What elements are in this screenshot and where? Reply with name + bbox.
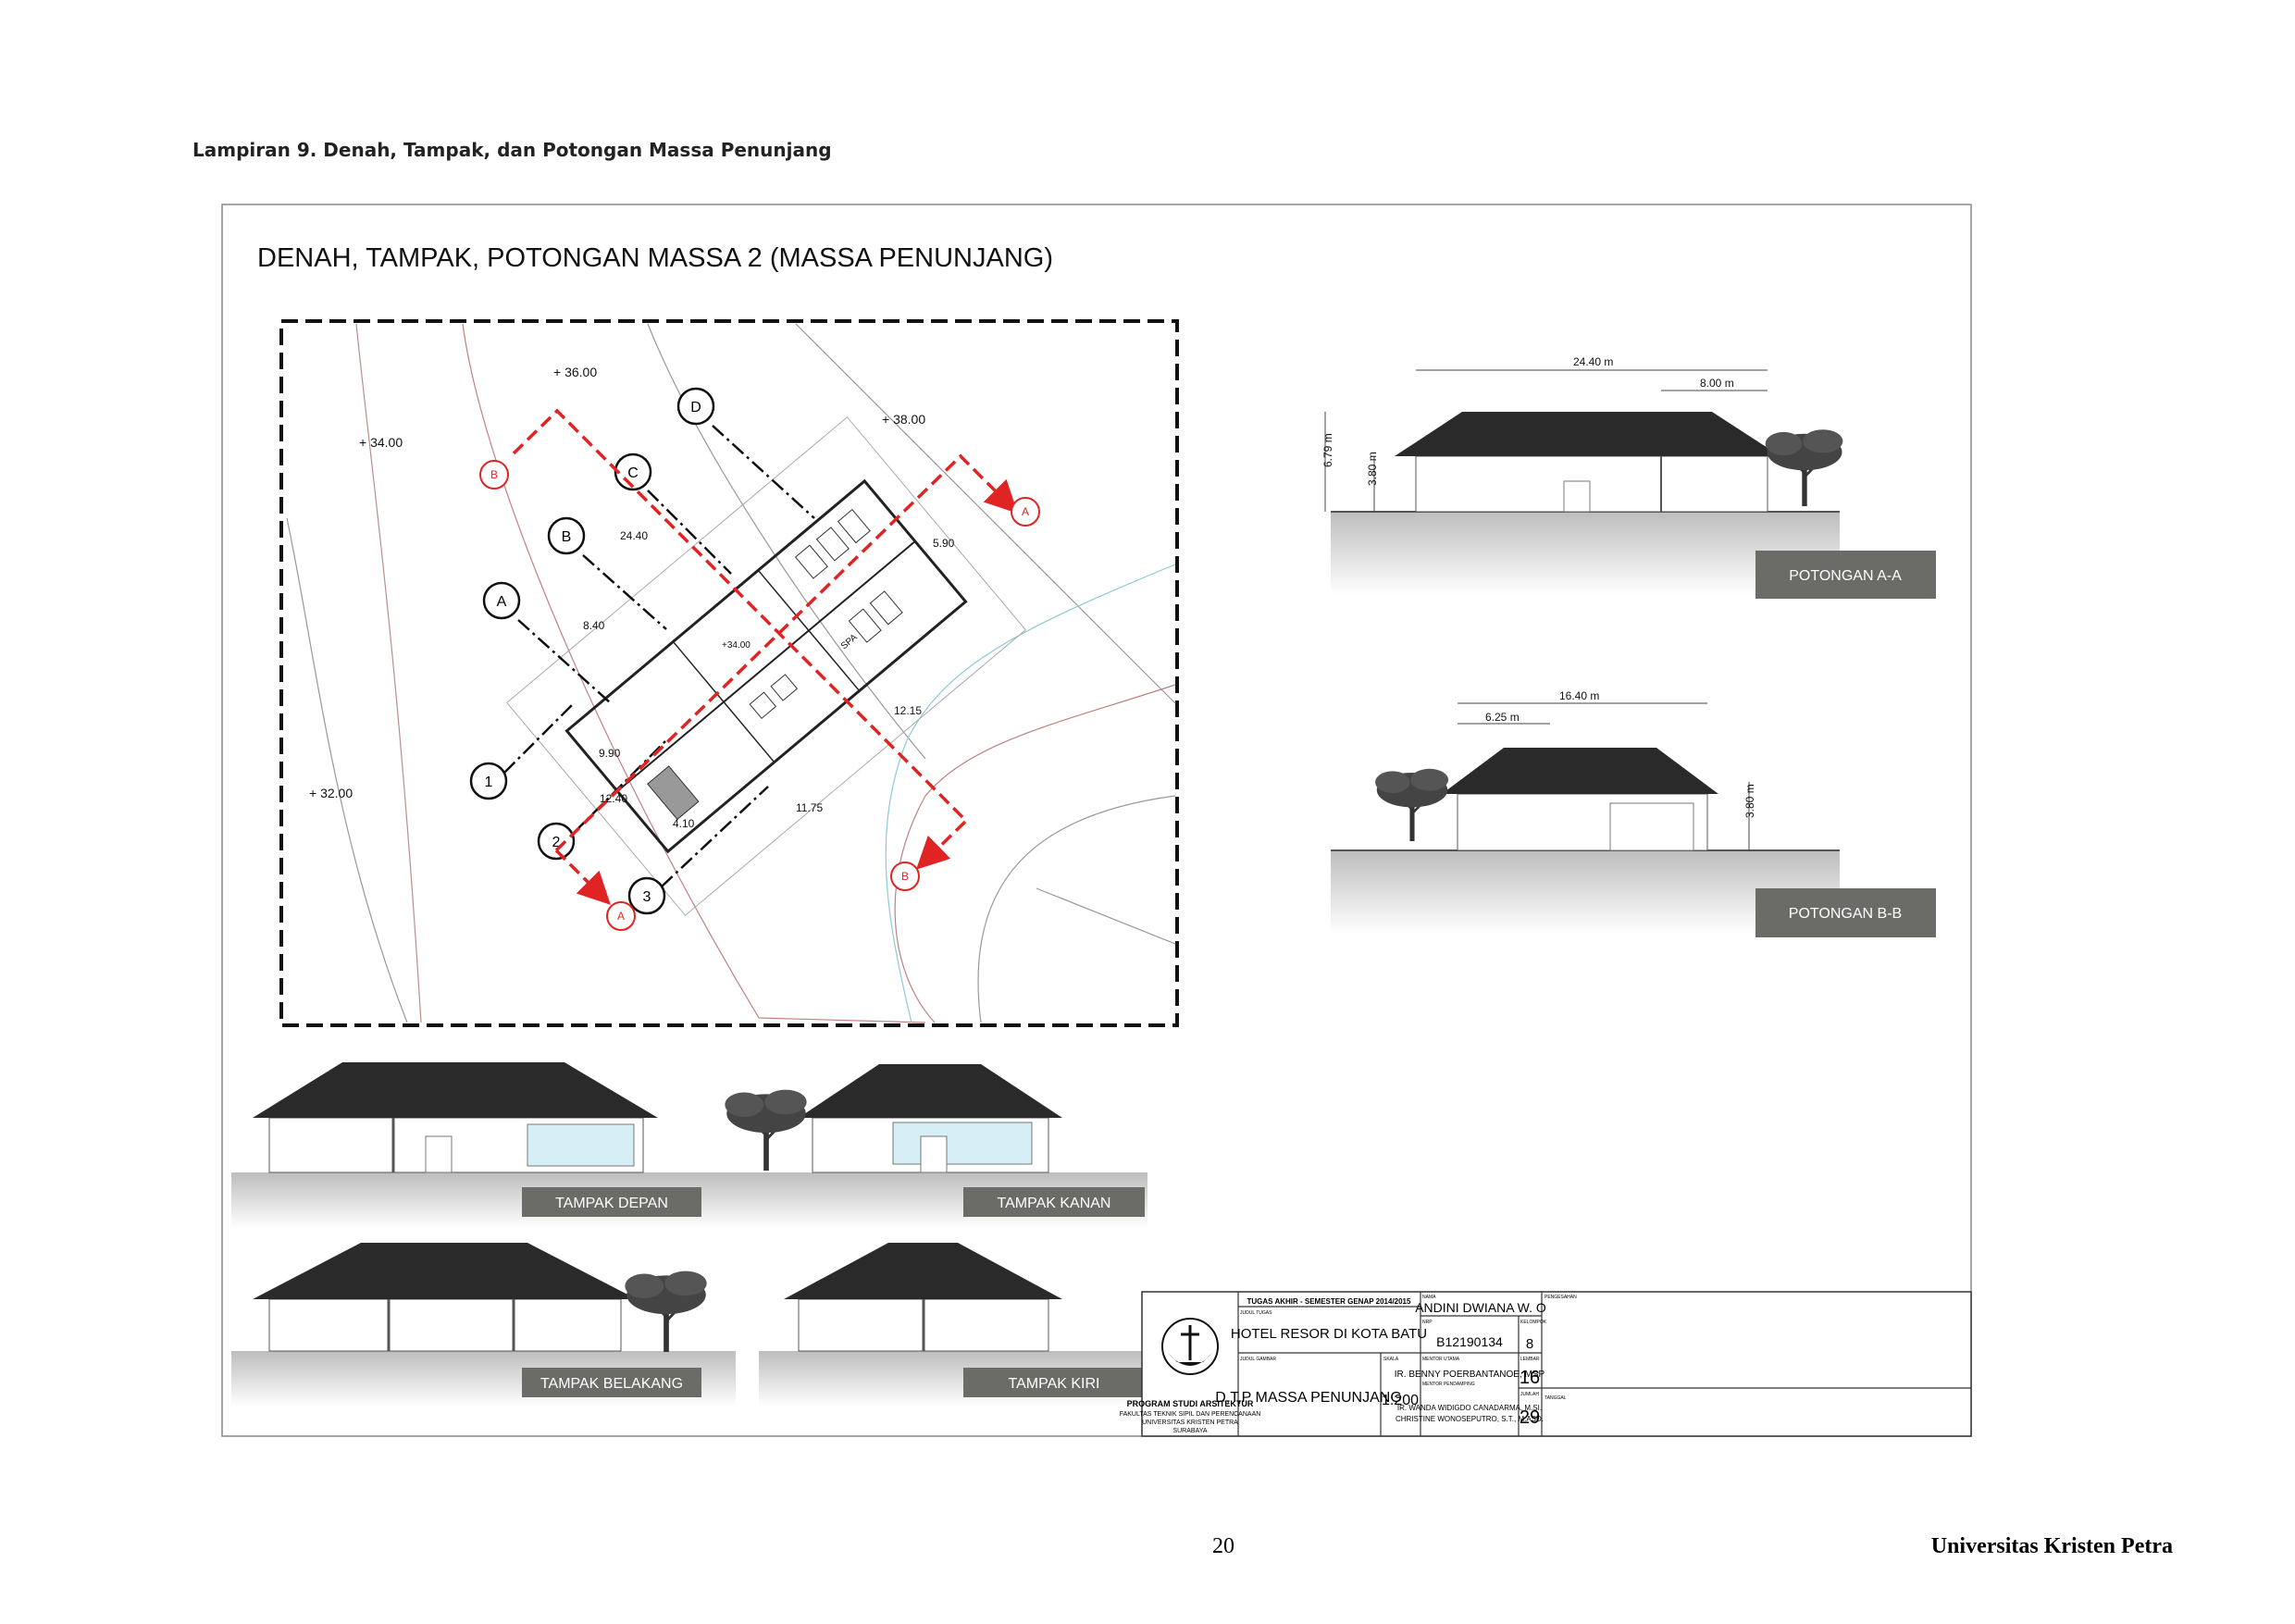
- judul-gambar: D,T,P MASSA PENUNJANG: [1215, 1390, 1402, 1406]
- grid-bubble-2: 2: [552, 835, 561, 850]
- dimension: 11.75: [796, 801, 823, 814]
- nama-label: NAMA: [1422, 1295, 1436, 1300]
- section-marker-b: B: [901, 870, 909, 883]
- section-aa-width: 24.40 m: [1573, 355, 1613, 368]
- section-bb-width: 16.40 m: [1559, 689, 1599, 702]
- sheet-title: DENAH, TAMPAK, POTONGAN MASSA 2 (MASSA P…: [257, 243, 1053, 273]
- elevation-left-label: TAMPAK KIRI: [1009, 1376, 1100, 1392]
- dimension: 12.40: [600, 792, 627, 805]
- section-aa-label: POTONGAN A-A: [1789, 568, 1902, 584]
- tanggal-label: TANGGAL: [1544, 1395, 1567, 1401]
- elevation-back-label: TAMPAK BELAKANG: [540, 1376, 683, 1392]
- section-marker-b: B: [490, 468, 498, 481]
- elevation-label: + 38.00: [882, 412, 925, 427]
- lembar: 16: [1520, 1368, 1540, 1388]
- dimension: 4.10: [673, 817, 695, 830]
- title-block-header: TUGAS AKHIR - SEMESTER GENAP 2014/2015: [1247, 1297, 1411, 1306]
- elevation-front-label: TAMPAK DEPAN: [555, 1196, 668, 1211]
- dimension: 9.90: [599, 747, 621, 760]
- elevation-back: TAMPAK BELAKANG: [231, 1243, 736, 1407]
- section-marker-a: A: [1022, 505, 1029, 518]
- grid-bubble-b: B: [562, 529, 572, 545]
- footer-institution: Universitas Kristen Petra: [1930, 1534, 2173, 1558]
- section-marker-a: A: [617, 910, 625, 923]
- jumlah: 29: [1520, 1407, 1540, 1428]
- mentor-pendamping-label: MENTOR PENDAMPING: [1422, 1382, 1475, 1387]
- faculty-name: FAKULTAS TEKNIK SIPIL DAN PERENCANAAN: [1120, 1411, 1261, 1418]
- mentor-pendamping-1: IR. WANDA WIDIGDO CANADARMA, M.SI.: [1397, 1404, 1542, 1412]
- section-bb-wall-height: 3.80 m: [1743, 784, 1756, 818]
- section-aa-height: 6.79 m: [1321, 433, 1334, 467]
- mentor-utama: IR. BENNY POERBANTANOE, MSP: [1395, 1370, 1545, 1380]
- dimension: 5.90: [933, 537, 955, 550]
- sheet-frame: [221, 204, 1972, 1437]
- judul-gambar-label: JUDUL GAMBAR: [1240, 1357, 1276, 1362]
- title-block: PROGRAM STUDI ARSITEKTUR FAKULTAS TEKNIK…: [1120, 1291, 1972, 1437]
- section-bb-label: POTONGAN B-B: [1789, 906, 1902, 922]
- jumlah-label: JUMLAH: [1520, 1392, 1539, 1397]
- university-name: UNIVERSITAS KRISTEN PETRA: [1142, 1419, 1238, 1426]
- kelompok: 8: [1526, 1336, 1533, 1352]
- judul-tugas-label: JUDUL TUGAS: [1240, 1310, 1272, 1316]
- elevation-front: TAMPAK DEPAN: [231, 1062, 736, 1228]
- elevation-label: + 36.00: [553, 365, 597, 379]
- section-bb: 16.40 m 6.25 m 3.80 m POTONGAN B-B: [1331, 689, 1936, 937]
- elevation-right-label: TAMPAK KANAN: [998, 1196, 1111, 1211]
- mentor-pendamping-2: CHRISTINE WONOSEPUTRO, S.T., M.ASD.: [1396, 1415, 1544, 1423]
- elevation-left: TAMPAK KIRI: [759, 1243, 1148, 1407]
- elevation-label: + 34.00: [359, 435, 403, 450]
- lembar-label: LEMBAR: [1520, 1357, 1540, 1362]
- grid-bubble-c: C: [627, 465, 639, 481]
- elevation-right: TAMPAK KANAN: [703, 1064, 1148, 1228]
- page-number: 20: [1212, 1534, 1234, 1558]
- program-name: PROGRAM STUDI ARSITEKTUR: [1127, 1399, 1254, 1408]
- grid-bubble-a: A: [497, 594, 507, 610]
- section-aa-wall-height: 3.80 m: [1366, 452, 1379, 486]
- pengesahan-label: PENGESAHAN: [1544, 1295, 1577, 1300]
- grid-bubble-3: 3: [643, 889, 651, 905]
- elevation-label: +34.00: [722, 640, 751, 651]
- dimension: 8.40: [583, 619, 605, 632]
- skala: 1:200: [1382, 1393, 1419, 1408]
- section-aa-partial-width: 8.00 m: [1700, 377, 1734, 390]
- site-plan: D C B A 1 2 3 B A B A + 36.00 + 34.00 + …: [279, 319, 1179, 1027]
- city-name: SURABAYA: [1172, 1428, 1207, 1434]
- mentor-utama-label: MENTOR UTAMA: [1422, 1357, 1460, 1362]
- section-aa: 24.40 m 8.00 m 6.79 m 3.80 m POTONGAN A-…: [1321, 355, 1936, 599]
- nrp: B12190134: [1436, 1334, 1503, 1349]
- grid-bubble-d: D: [690, 400, 701, 415]
- judul-tugas: HOTEL RESOR DI KOTA BATU: [1231, 1326, 1427, 1342]
- student-name: ANDINI DWIANA W. O: [1415, 1300, 1546, 1315]
- dimension: 12.15: [894, 704, 922, 717]
- nrp-label: NRP: [1422, 1320, 1433, 1325]
- elevation-label: + 32.00: [309, 786, 353, 800]
- appendix-heading: Lampiran 9. Denah, Tampak, dan Potongan …: [192, 139, 832, 161]
- grid-bubble-1: 1: [485, 775, 493, 790]
- skala-label: SKALA: [1383, 1357, 1399, 1362]
- section-bb-partial-width: 6.25 m: [1485, 711, 1520, 724]
- dimension: 24.40: [620, 529, 648, 542]
- kelompok-label: KELOMPOK: [1520, 1320, 1547, 1325]
- university-logo: [1161, 1318, 1219, 1375]
